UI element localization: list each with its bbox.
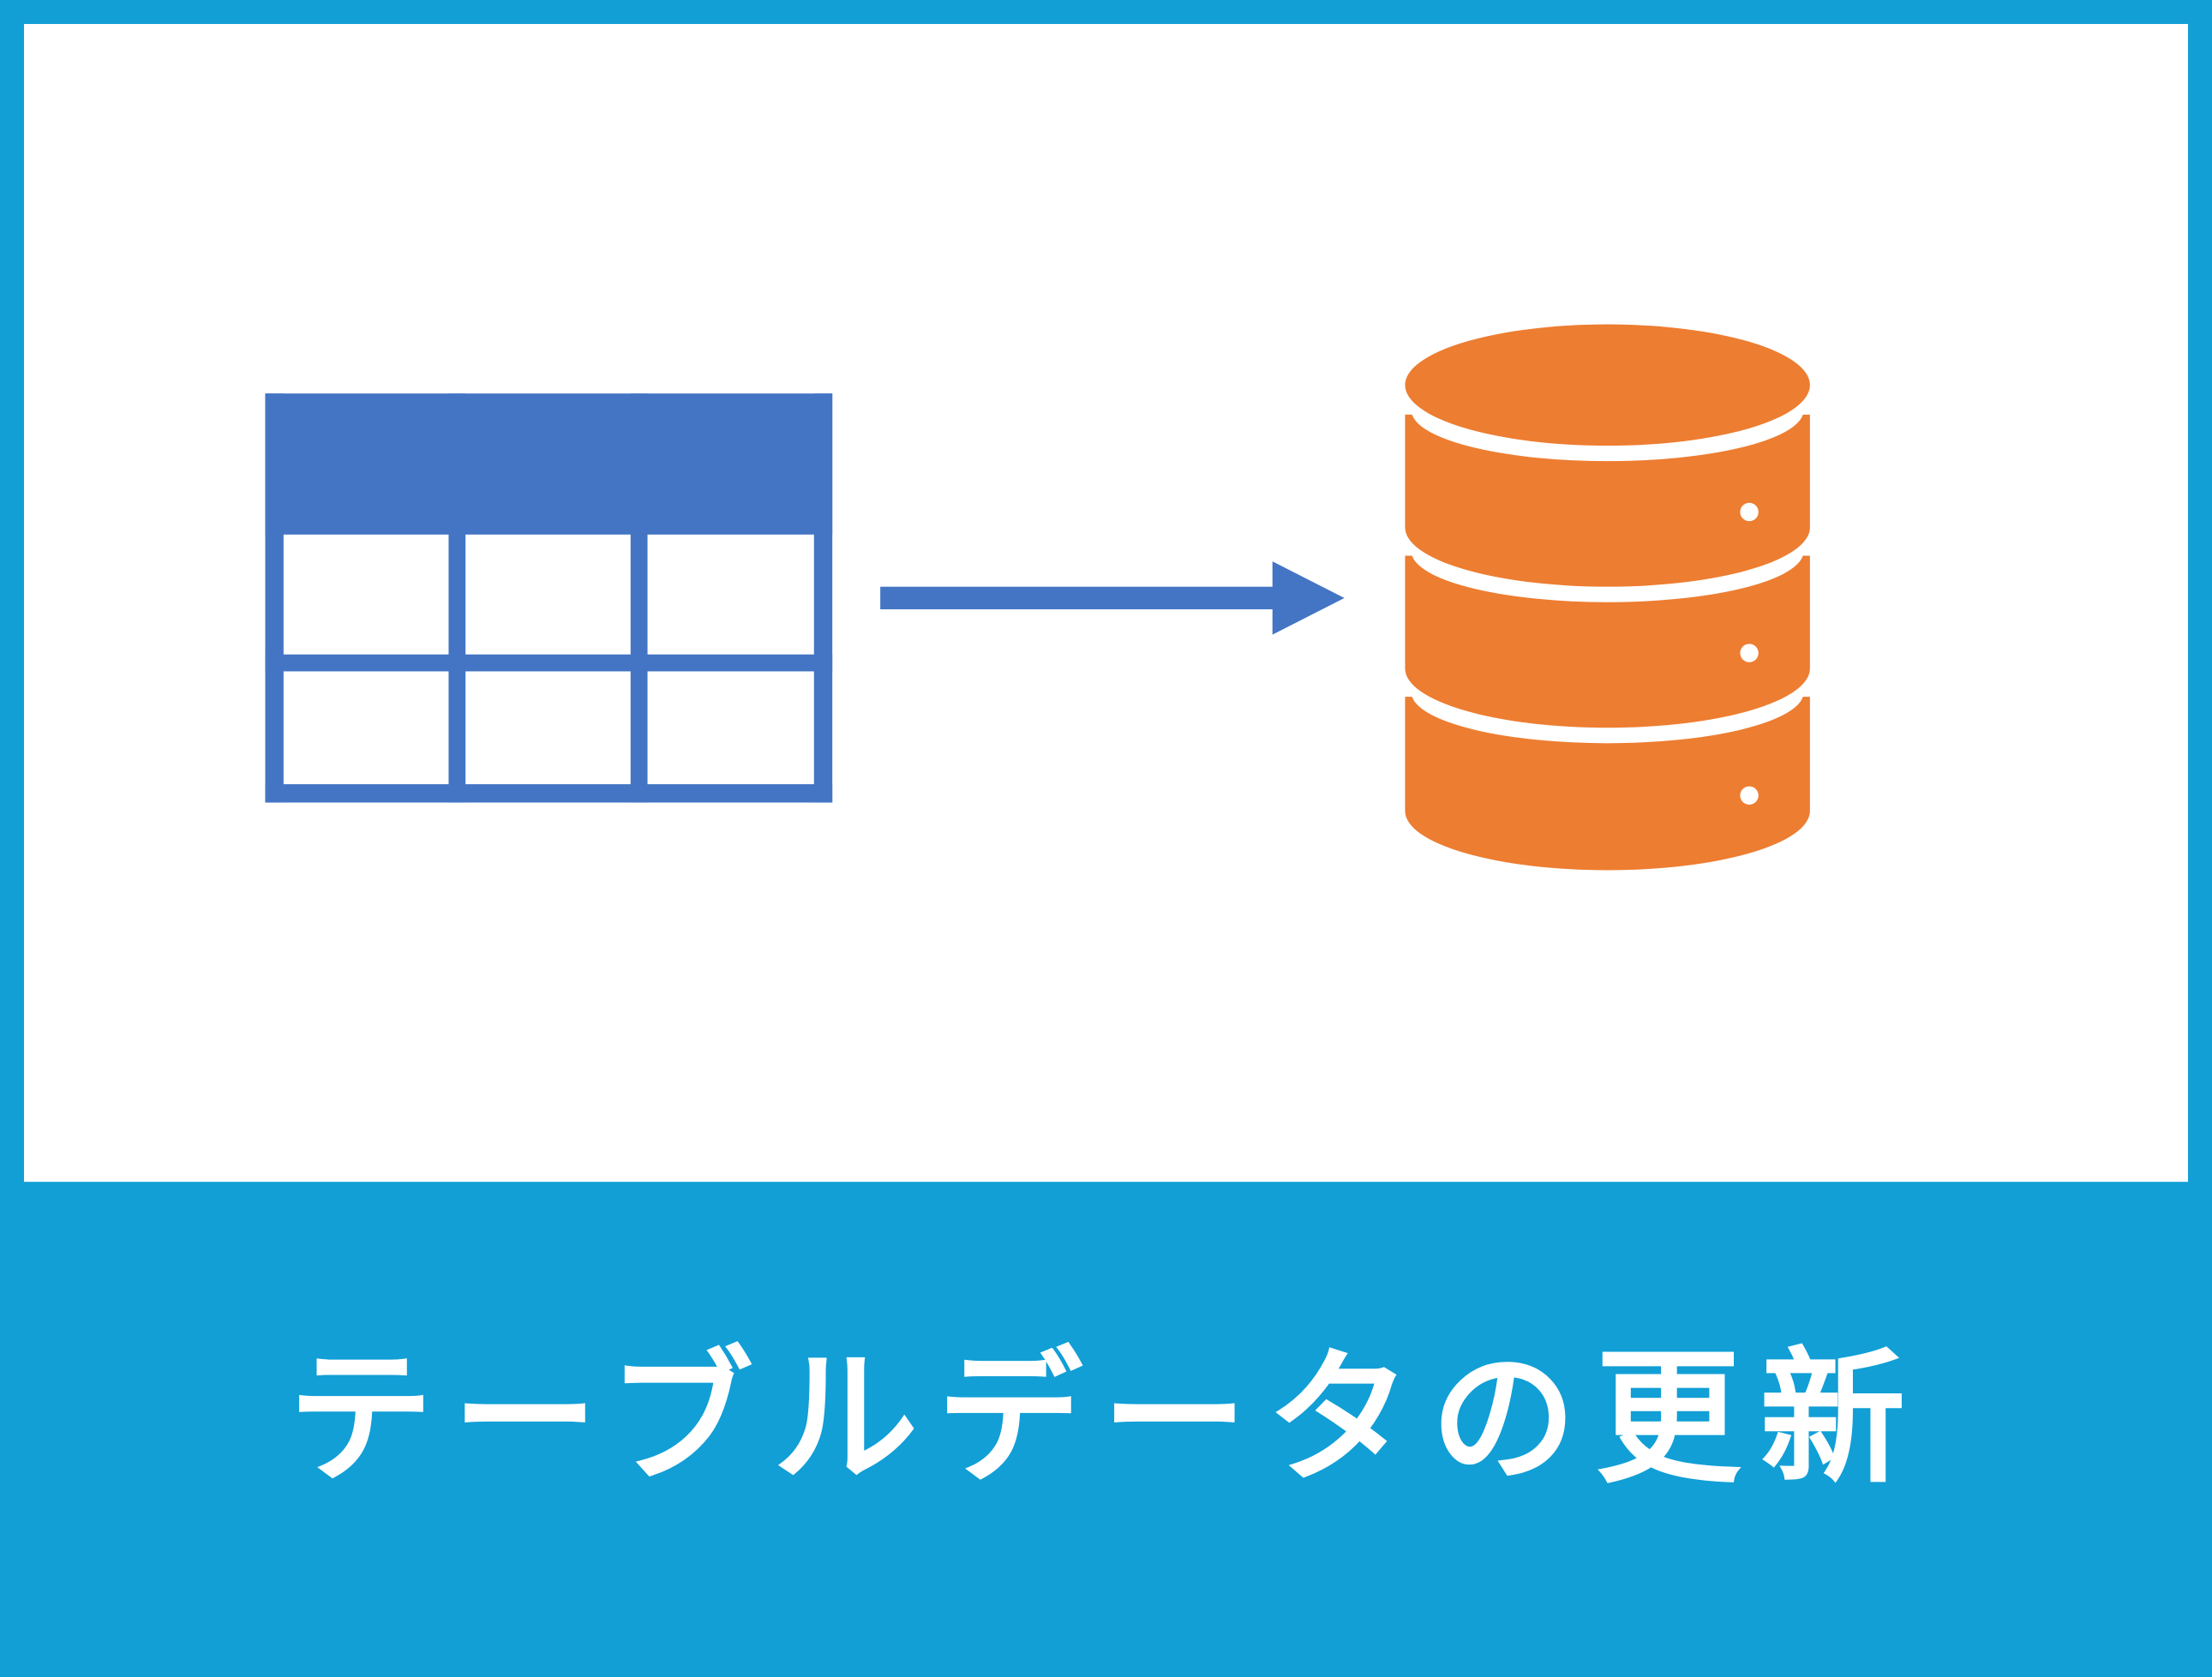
table-icon [265,393,833,803]
arrow-right-icon [880,561,1345,635]
caption-band [0,1182,2212,1677]
diagram-caption: テーブルデータの更新 [287,1334,1925,1504]
database-icon [1405,324,1810,871]
